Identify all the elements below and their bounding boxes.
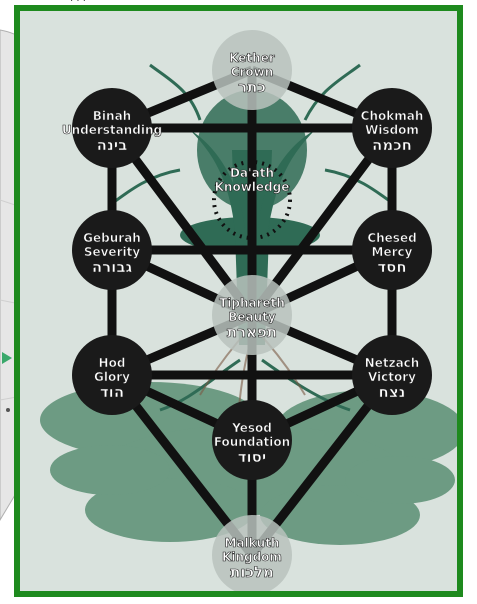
sephira-tiphareth-meaning: Beauty: [228, 310, 276, 324]
sephira-netzach-hebrew: נצח: [379, 383, 406, 401]
sephira-hod-name: Hod: [99, 356, 126, 370]
sephira-tiphareth-name: Tiphareth: [219, 296, 285, 310]
sephira-hod-hebrew: הוד: [100, 383, 124, 401]
sephira-tiphareth-hebrew: תפארת: [227, 323, 277, 341]
sephira-kether-hebrew: כתר: [238, 78, 266, 96]
sephira-chesed-meaning: Mercy: [372, 245, 413, 259]
sephira-netzach-name: Netzach: [365, 356, 420, 370]
sephira-kether-meaning: Crown: [231, 65, 274, 79]
sephira-chesed-hebrew: חסד: [377, 258, 406, 276]
sephira-chokmah-name: Chokmah: [361, 109, 424, 123]
sephira-geburah-hebrew: גבורה: [92, 258, 133, 276]
sephira-kether-name: Kether: [229, 51, 275, 65]
sephira-hod-meaning: Glory: [94, 370, 130, 384]
sephira-daath-name: Da'ath: [230, 166, 274, 180]
sephira-chokmah-meaning: Wisdom: [365, 123, 419, 137]
sephira-geburah-meaning: Severity: [84, 245, 141, 259]
sephira-binah-meaning: Understanding: [62, 123, 162, 137]
sephira-yesod-name: Yesod: [231, 421, 272, 435]
sephira-binah-name: Binah: [93, 109, 131, 123]
sephira-malkuth-hebrew: מלכות: [230, 563, 274, 581]
sephira-chesed-name: Chesed: [367, 231, 416, 245]
sephira-netzach-meaning: Victory: [368, 370, 416, 384]
sephira-binah-hebrew: בינה: [97, 136, 128, 154]
sephira-daath-meaning: Knowledge: [215, 180, 290, 194]
sephira-yesod-hebrew: יסוד: [238, 448, 267, 466]
sephira-chokmah-hebrew: חכמה: [372, 136, 412, 154]
sephira-malkuth-name: Malkuth: [225, 536, 280, 550]
sephira-yesod-meaning: Foundation: [214, 435, 290, 449]
sephira-geburah-name: Geburah: [83, 231, 141, 245]
sephira-malkuth-meaning: Kingdom: [222, 550, 282, 564]
